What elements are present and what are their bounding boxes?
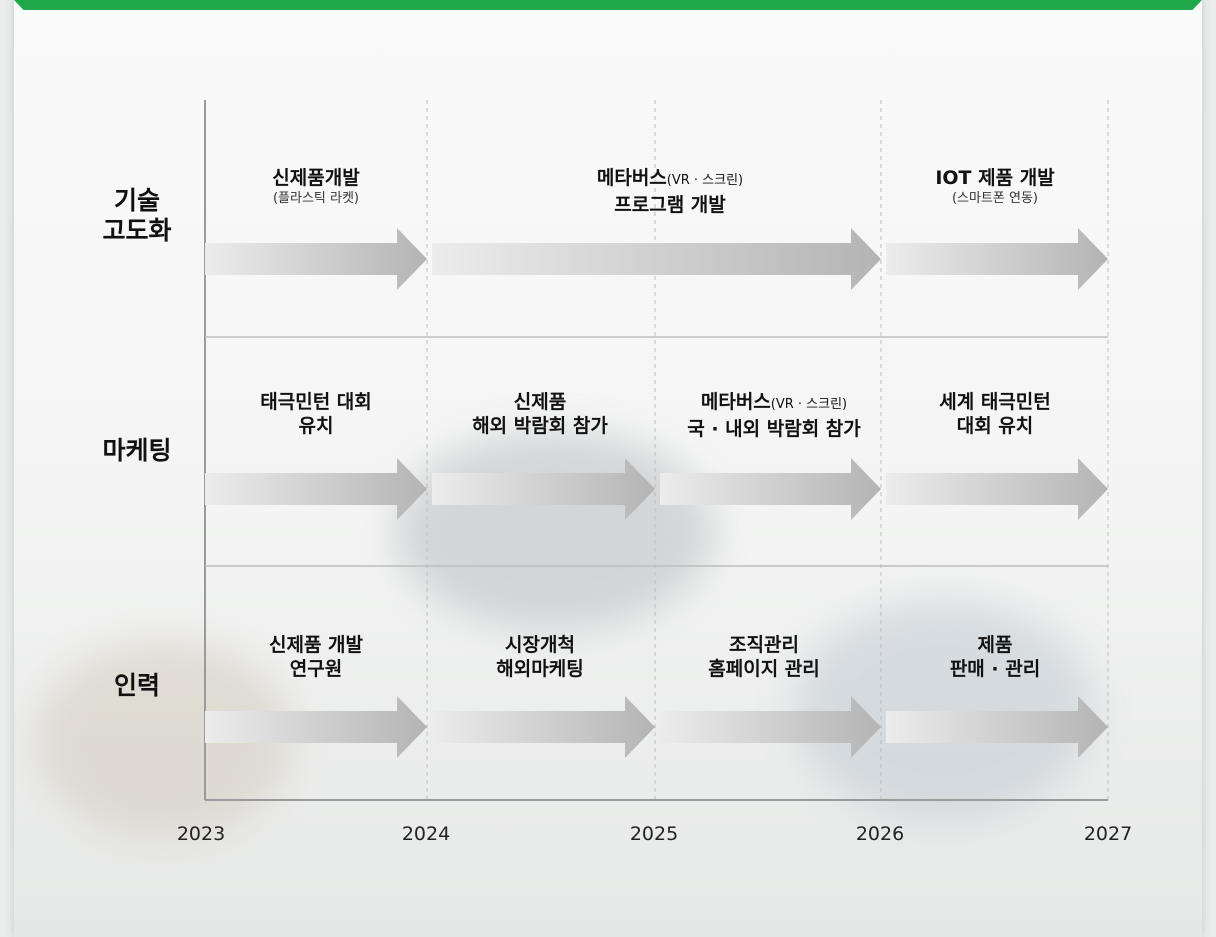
cell-inline-subtitle: (VR · 스크린) xyxy=(770,397,848,412)
row-label-line: 기술 xyxy=(113,186,160,215)
cell-title: IOT 제품 개발 xyxy=(935,167,1055,189)
cell-subtitle: (플라스틱 라켓) xyxy=(272,191,360,206)
timeline-arrow xyxy=(886,228,1108,290)
year-label: 2023 xyxy=(176,823,226,845)
cell-line: 세계 태극민턴 xyxy=(939,391,1051,413)
top-accent-bar xyxy=(14,0,1202,10)
cell-line: 신제품 xyxy=(513,391,567,413)
cell-line: 국 · 내외 박람회 참가 xyxy=(687,418,861,440)
year-label: 2027 xyxy=(1083,823,1133,845)
cell-hr-3: 조직관리 홈페이지 관리 xyxy=(654,633,874,681)
row-label-marketing: 마케팅 xyxy=(77,436,197,466)
timeline-arrows xyxy=(205,228,1108,758)
roadmap-card xyxy=(14,0,1202,937)
cell-marketing-2: 신제품 해외 박람회 참가 xyxy=(430,390,650,438)
row-label-line: 마케팅 xyxy=(102,436,172,465)
cell-title-line2: 프로그램 개발 xyxy=(614,194,726,216)
cell-marketing-4: 세계 태극민턴 대회 유치 xyxy=(885,390,1105,438)
cell-tech-3: IOT 제품 개발 (스마트폰 연동) xyxy=(885,166,1105,208)
cell-marketing-1: 태극민턴 대회 유치 xyxy=(206,390,426,438)
cell-hr-4: 제품 판매 · 관리 xyxy=(885,633,1105,681)
cell-title: 메타버스 xyxy=(596,167,667,189)
timeline-grid xyxy=(204,100,1109,801)
cell-line: 태극민턴 대회 xyxy=(260,391,372,413)
cell-line: 조직관리 xyxy=(729,634,799,656)
cell-tech-2: 메타버스(VR · 스크린) 프로그램 개발 xyxy=(540,166,800,217)
row-label-hr: 인력 xyxy=(77,671,197,701)
timeline-arrow xyxy=(886,458,1108,520)
timeline-arrow xyxy=(886,696,1108,758)
timeline-arrow xyxy=(205,228,427,290)
cell-subtitle: (스마트폰 연동) xyxy=(951,191,1039,206)
cell-hr-2: 시장개척 해외마케팅 xyxy=(430,633,650,681)
row-label-line: 인력 xyxy=(113,671,160,700)
cell-marketing-3: 메타버스(VR · 스크린) 국 · 내외 박람회 참가 xyxy=(654,390,894,441)
cell-line: 신제품 개발 xyxy=(268,634,363,656)
cell-line: 연구원 xyxy=(289,658,343,680)
cell-line: 유치 xyxy=(298,415,334,437)
cell-inline-subtitle: (VR · 스크린) xyxy=(666,173,744,188)
cell-tech-1: 신제품개발 (플라스틱 라켓) xyxy=(206,166,426,208)
timeline-arrow xyxy=(432,696,655,758)
cell-line: 시장개척 xyxy=(505,634,575,656)
cell-hr-1: 신제품 개발 연구원 xyxy=(206,633,426,681)
cell-line: 메타버스 xyxy=(700,391,771,413)
timeline-arrow xyxy=(660,458,881,520)
row-label-line: 고도화 xyxy=(102,216,172,245)
timeline-arrow xyxy=(432,458,655,520)
background-photo-blur xyxy=(394,430,714,630)
cell-line: 홈페이지 관리 xyxy=(708,658,820,680)
year-label: 2025 xyxy=(629,823,679,845)
cell-title: 신제품개발 xyxy=(272,167,360,189)
cell-line: 대회 유치 xyxy=(956,415,1034,437)
year-label: 2026 xyxy=(855,823,905,845)
timeline-arrow xyxy=(432,228,881,290)
timeline-arrow xyxy=(660,696,881,758)
cell-line: 판매 · 관리 xyxy=(949,658,1041,680)
timeline-arrow xyxy=(205,696,427,758)
row-label-tech: 기술 고도화 xyxy=(77,186,197,246)
year-label: 2024 xyxy=(401,823,451,845)
cell-line: 제품 xyxy=(977,634,1013,656)
cell-line: 해외 박람회 참가 xyxy=(472,415,608,437)
timeline-arrow xyxy=(205,458,427,520)
cell-line: 해외마케팅 xyxy=(496,658,584,680)
background-photo-blur xyxy=(794,600,1094,820)
